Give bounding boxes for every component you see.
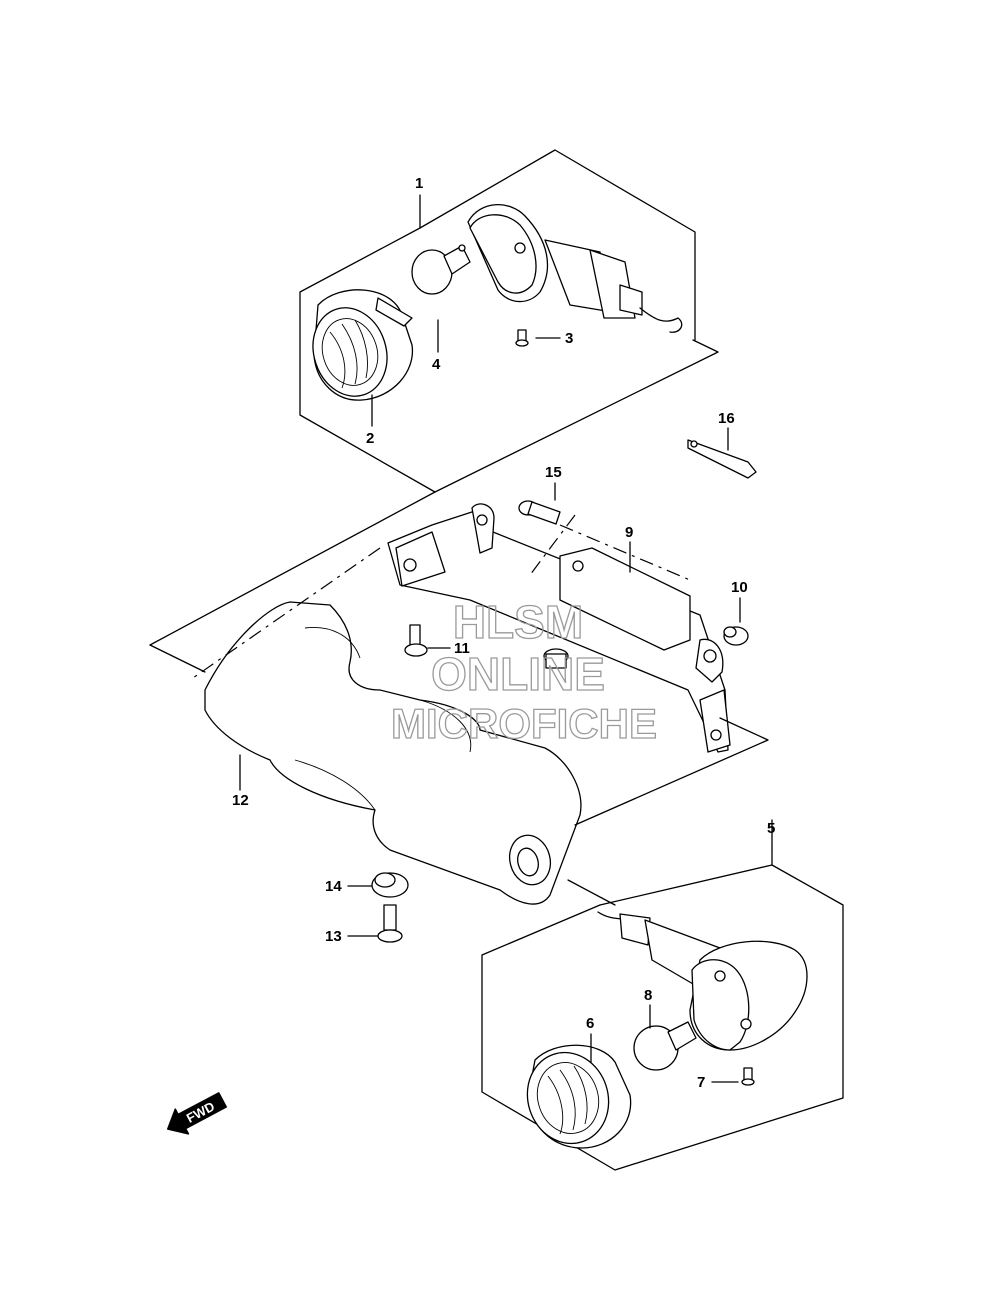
callout-labels: 1 2 3 4 5 6 7 8 9 10 11 12 13 14 15 16	[232, 175, 775, 1091]
callout-7[interactable]: 7	[697, 1074, 705, 1091]
callout-15[interactable]: 15	[545, 464, 562, 481]
watermark-line-3: MICROFICHE	[391, 700, 657, 747]
bolt-13[interactable]	[377, 904, 403, 943]
bulb-lower[interactable]	[633, 1021, 697, 1071]
callout-13[interactable]: 13	[325, 928, 342, 945]
callout-1[interactable]: 1	[415, 175, 423, 192]
signal-lens-lower[interactable]	[516, 1042, 632, 1154]
signal-housing-lower[interactable]	[597, 911, 808, 1051]
bulb-upper[interactable]	[411, 244, 471, 295]
fwd-label: FWD	[184, 1099, 217, 1126]
watermark: HLSM ONLINE MICROFICHE	[390, 595, 657, 747]
clamp-16[interactable]	[687, 439, 757, 479]
signal-lens-upper[interactable]	[302, 289, 414, 406]
watermark-line-1: HLSM	[453, 596, 583, 648]
callout-16[interactable]: 16	[718, 410, 735, 427]
callout-4[interactable]: 4	[432, 356, 441, 373]
callout-12[interactable]: 12	[232, 792, 249, 809]
callout-14[interactable]: 14	[325, 878, 342, 895]
outline-lines-mid	[149, 491, 769, 906]
callout-6[interactable]: 6	[586, 1015, 594, 1032]
callout-3[interactable]: 3	[565, 330, 573, 347]
callout-5[interactable]: 5	[767, 820, 775, 837]
leader-lines-upper	[371, 319, 561, 427]
collar-10[interactable]	[723, 626, 749, 646]
bolt-center[interactable]	[543, 648, 569, 669]
forward-arrow-icon	[166, 1092, 227, 1135]
callout-8[interactable]: 8	[644, 987, 652, 1004]
fwd-badge: FWD	[166, 1092, 227, 1135]
bolt-11[interactable]	[404, 624, 428, 657]
signal-housing-upper[interactable]	[467, 204, 683, 333]
bolt-15[interactable]	[518, 500, 561, 525]
dashed-reference-lines	[189, 514, 691, 681]
bracket-9[interactable]	[387, 503, 731, 753]
screw-7[interactable]	[741, 1067, 755, 1086]
screw-3[interactable]	[515, 329, 529, 347]
callout-10[interactable]: 10	[731, 579, 748, 596]
cover-12[interactable]	[204, 601, 582, 905]
callout-9[interactable]: 9	[625, 524, 633, 541]
grommet-14[interactable]	[371, 872, 409, 898]
callout-11[interactable]: 11	[454, 640, 470, 657]
group-box-front-signal	[299, 149, 719, 493]
group-box-rear-signal	[481, 819, 844, 1171]
watermark-line-2: ONLINE	[431, 648, 605, 700]
leader-lines-lower	[239, 427, 741, 1083]
callout-2[interactable]: 2	[366, 430, 374, 447]
